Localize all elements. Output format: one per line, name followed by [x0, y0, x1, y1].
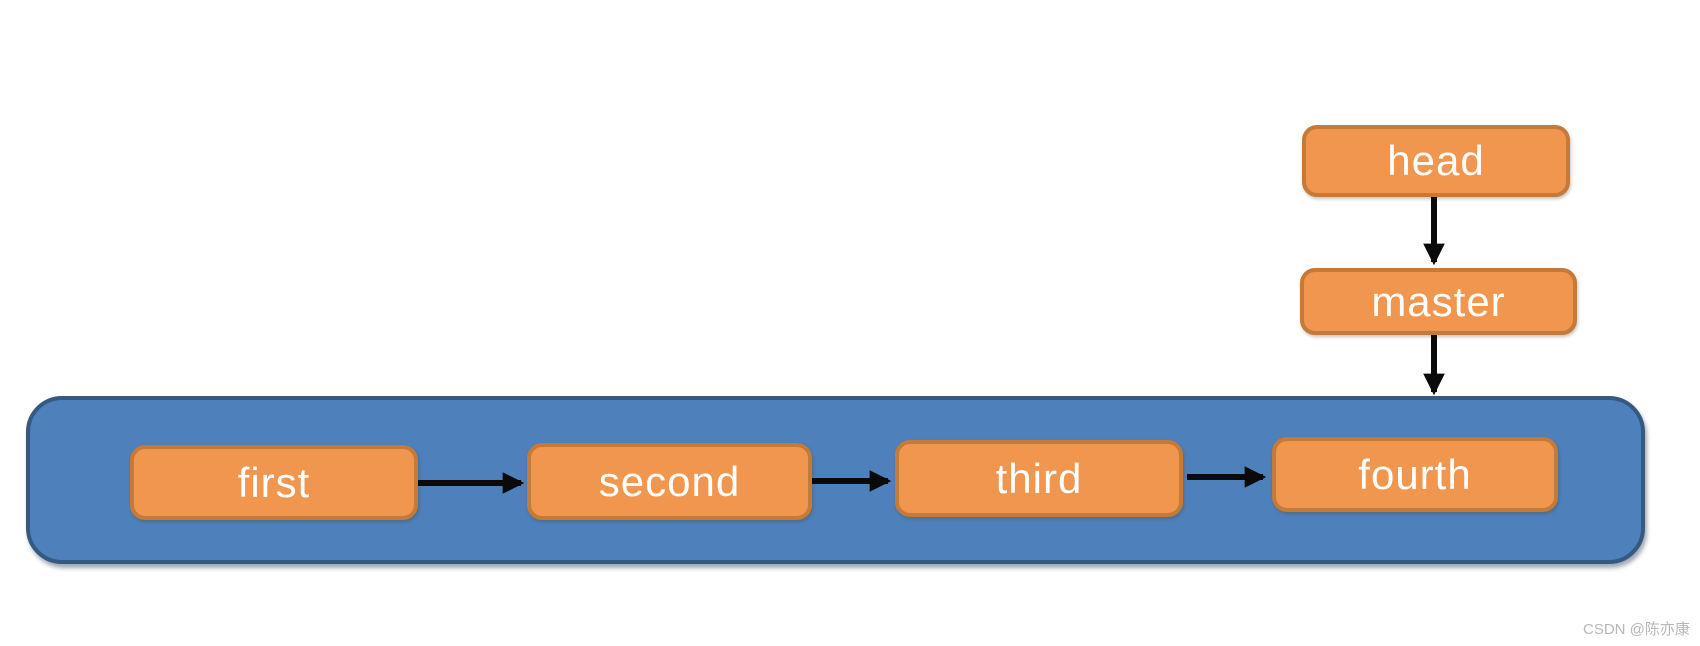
node-fourth-label: fourth	[1358, 450, 1472, 498]
node-first: first	[130, 445, 418, 520]
node-master: master	[1300, 268, 1577, 335]
node-second-label: second	[598, 457, 741, 505]
node-third-label: third	[995, 454, 1083, 502]
node-fourth: fourth	[1272, 437, 1558, 512]
node-head: head	[1302, 125, 1570, 197]
node-third: third	[895, 440, 1183, 517]
node-second: second	[527, 443, 812, 520]
node-master-label: master	[1371, 277, 1506, 325]
node-head-label: head	[1387, 137, 1485, 184]
node-first-label: first	[237, 458, 311, 506]
watermark: CSDN @陈亦康	[1583, 621, 1690, 638]
